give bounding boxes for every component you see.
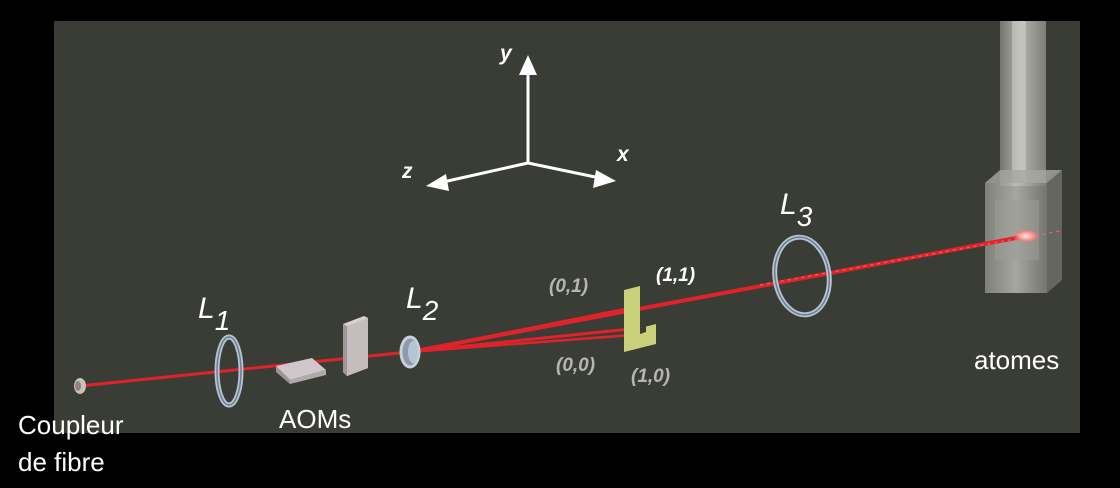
scene-background <box>54 21 1080 433</box>
axis-z-label: z <box>402 160 413 183</box>
fibre-coupler <box>74 378 86 394</box>
beam-order-10 <box>409 332 646 354</box>
coupler-label-line2: de fibre <box>18 447 105 477</box>
aom-2 <box>343 316 368 376</box>
coupler-label-line1: Coupleur <box>18 410 124 440</box>
aom-1 <box>276 358 326 384</box>
lens-l3-label: L3 <box>780 188 813 232</box>
atom-cloud <box>1012 229 1040 243</box>
order-10-label: (1,0) <box>631 366 671 387</box>
beam-order-01 <box>409 304 641 354</box>
lens-l1 <box>214 334 244 408</box>
order-11-label: (1,1) <box>656 265 696 286</box>
lens-l2-label: L2 <box>406 282 439 326</box>
coordinate-axes <box>426 55 616 191</box>
lens-l2 <box>399 335 421 369</box>
axis-x-label: x <box>617 143 629 166</box>
aoms-label: AOMs <box>279 404 352 434</box>
axis-x-arrow <box>527 161 601 180</box>
lens-l1-label: L1 <box>198 292 231 336</box>
aperture-mask <box>624 286 656 352</box>
atoms-label: atomes <box>974 345 1060 375</box>
order-00-label: (0,0) <box>556 355 596 376</box>
order-01-label: (0,1) <box>549 276 589 297</box>
axis-y-label: y <box>500 42 512 65</box>
lens-l3 <box>772 234 832 318</box>
axis-z-arrow <box>442 161 529 184</box>
